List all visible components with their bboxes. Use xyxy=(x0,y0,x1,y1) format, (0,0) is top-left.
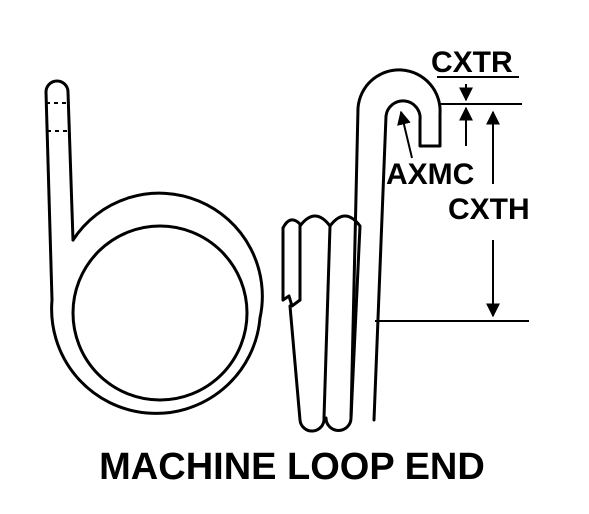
coil-side-view xyxy=(281,214,362,433)
cxtr-dimension xyxy=(437,76,522,146)
axmc-pointer xyxy=(397,110,413,159)
cxth-label: CXTH xyxy=(448,193,530,226)
spring-coil xyxy=(50,191,264,415)
left-spring-leg xyxy=(44,79,75,302)
axmc-label: AXMC xyxy=(386,158,474,191)
machine-loop-hook xyxy=(349,68,442,422)
cxtr-label: CXTR xyxy=(431,46,513,79)
cxth-dimension xyxy=(375,110,529,322)
diagram-caption: MACHINE LOOP END xyxy=(99,446,485,488)
